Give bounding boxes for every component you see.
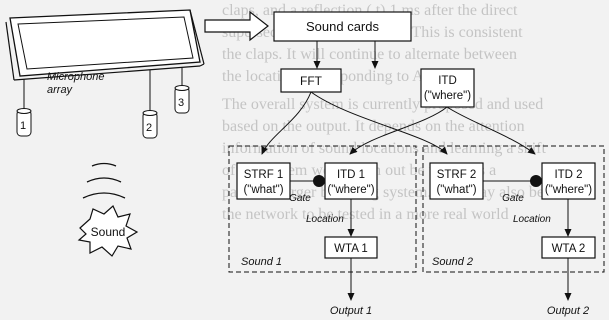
strf-1-line1: STRF 1 (244, 169, 284, 181)
strf-2-box: STRF 2 ("what") (429, 162, 484, 200)
sound-2-group (422, 145, 605, 273)
strf-1-box: STRF 1 ("what") (236, 162, 291, 200)
itd-top-line2: ("where") (424, 90, 471, 102)
itd-top-line1: ITD (438, 75, 457, 87)
gate-1-label: Gate (289, 193, 311, 204)
itd-1-line1: ITD 1 (337, 169, 365, 181)
mic-number-2: 2 (146, 122, 152, 134)
wta-1-box: WTA 1 (324, 236, 378, 259)
fft-label: FFT (300, 74, 323, 88)
sound-1-group (228, 145, 417, 273)
output-1-label: Output 1 (330, 305, 372, 317)
sound-burst-label: Sound (91, 225, 126, 239)
gate-2-label: Gate (502, 193, 524, 204)
mic-number-1: 1 (20, 120, 26, 132)
wta-2-label: WTA 2 (552, 243, 586, 255)
strf-2-line2: ("what") (436, 184, 476, 196)
mic-number-3: 3 (178, 97, 184, 109)
gate-1-node (313, 175, 325, 187)
itd-1-line2: ("where") (327, 184, 374, 196)
sound-cards-label: Sound cards (306, 19, 379, 34)
input-arrow-icon (204, 10, 269, 42)
itd-2-line1: ITD 2 (554, 169, 582, 181)
mic-label-line2: array (47, 84, 74, 96)
location-2-label: Location (513, 214, 551, 225)
itd-2-box: ITD 2 ("where") (541, 162, 596, 200)
wta-2-box: WTA 2 (541, 236, 596, 259)
sound-cards-box: Sound cards (273, 11, 412, 42)
sound-waves-icon (82, 162, 126, 199)
mic-label-line1: Microphone (47, 71, 104, 83)
microphone-2-icon: 2 (142, 110, 158, 139)
itd-where-box: ITD ("where") (420, 68, 475, 108)
output-2-label: Output 2 (547, 305, 589, 317)
itd-1-box: ITD 1 ("where") (324, 162, 378, 200)
fft-box: FFT (280, 68, 342, 93)
sound-2-label: Sound 2 (432, 256, 473, 268)
strf-1-line2: ("what") (243, 184, 283, 196)
microphone-3-icon: 3 (174, 85, 190, 114)
location-1-label: Location (306, 214, 344, 225)
sound-1-label: Sound 1 (241, 256, 282, 268)
gate-2-node (530, 175, 542, 187)
wta-1-label: WTA 1 (334, 243, 368, 255)
microphone-1-icon: 1 (16, 108, 32, 137)
strf-2-line1: STRF 2 (437, 169, 477, 181)
itd-2-line2: ("where") (545, 184, 592, 196)
sound-burst-icon: Sound (77, 205, 139, 257)
microphone-array: Microphone array (5, 9, 205, 112)
